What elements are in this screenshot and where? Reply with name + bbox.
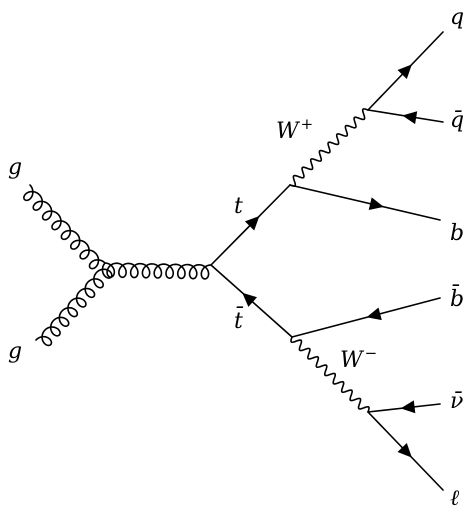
label-top: t	[234, 194, 243, 219]
s-channel-gluon	[104, 262, 212, 280]
incoming-gluon-top	[23, 184, 106, 270]
top-arrow-icon	[244, 216, 260, 231]
w-minus-boson-line	[290, 336, 370, 413]
lepton-arrow-icon	[397, 443, 412, 458]
incoming-gluon-bottom	[35, 262, 113, 347]
antitop-arrow-icon	[242, 292, 257, 307]
antineutrino-arrow-icon	[400, 400, 416, 414]
label-antitop: t̄	[234, 306, 244, 334]
antiquark-arrow-icon	[402, 111, 418, 125]
label-lepton: ℓ	[450, 486, 460, 511]
label-antibottom: b̄	[450, 284, 464, 312]
label-bottom: b	[450, 221, 464, 246]
label-antineutrino: ν̄	[450, 389, 463, 414]
quark-arrow-icon	[397, 64, 412, 79]
antibottom-quark-line	[291, 297, 441, 338]
label-quark: q	[450, 5, 464, 30]
label-antiquark: q̄	[450, 108, 464, 133]
w-plus-boson-line	[289, 108, 369, 187]
label-w-plus: W+	[276, 115, 313, 144]
label-w-minus: W−	[340, 344, 377, 373]
label-gluon-top: g	[8, 155, 22, 180]
bottom-quark-line	[289, 184, 441, 221]
label-gluon-bottom: g	[8, 339, 22, 364]
antibottom-arrow-icon	[366, 307, 382, 321]
bottom-arrow-icon	[368, 197, 384, 210]
